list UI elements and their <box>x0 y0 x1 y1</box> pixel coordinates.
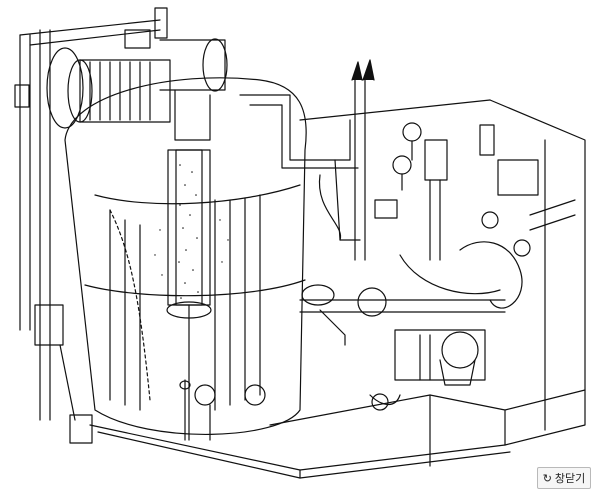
close-window-button[interactable]: ↻ 창닫기 <box>537 467 591 489</box>
close-window-label: 창닫기 <box>554 472 586 485</box>
undo-icon: ↻ <box>542 471 552 485</box>
left-pipes <box>14 7 168 444</box>
flue-column <box>154 149 229 441</box>
blower-motor <box>46 29 228 141</box>
gauges <box>179 379 266 441</box>
boiler-vessel <box>64 77 307 435</box>
base-frame <box>89 99 586 479</box>
right-pipes <box>239 59 576 411</box>
